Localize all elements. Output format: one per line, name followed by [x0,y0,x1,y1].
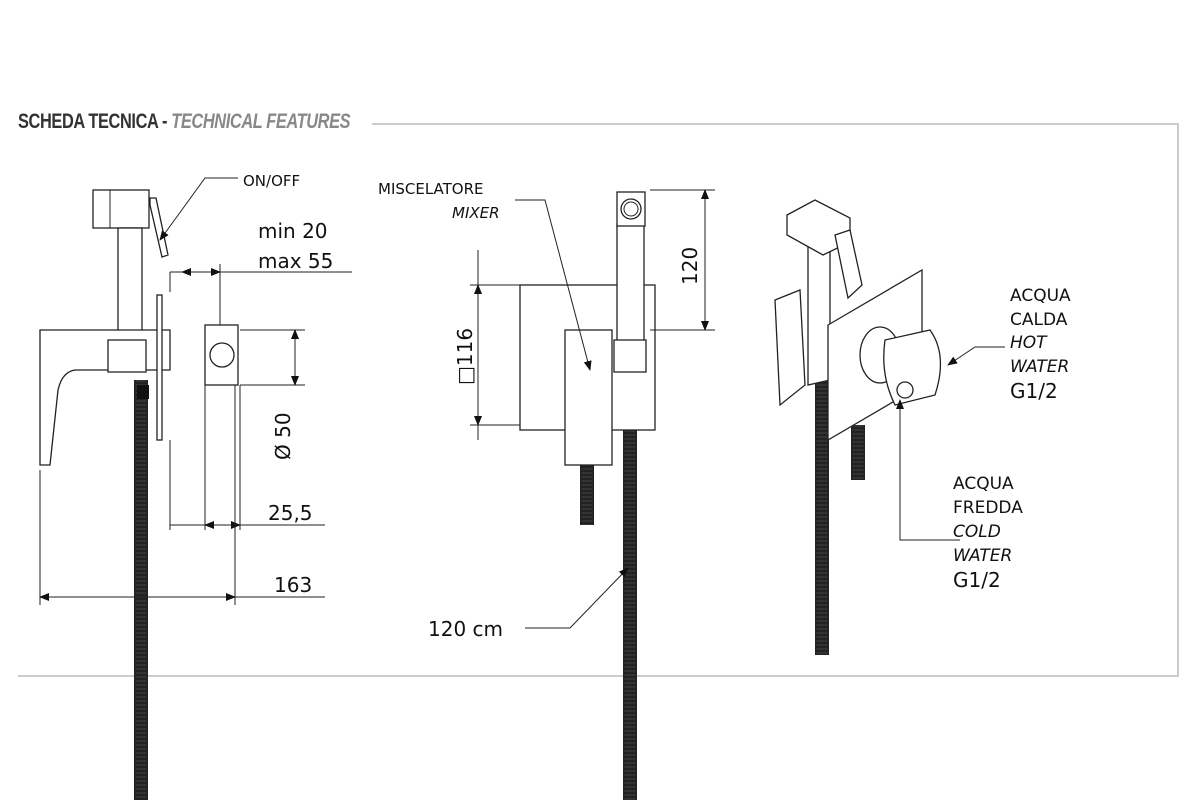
handle-tube-front [616,224,645,346]
title-separator: - [162,110,168,133]
hot-label-it1: ACQUA [1010,286,1071,306]
plate-size-label: □116 [453,328,477,385]
height-label: 120 [678,247,702,285]
mixer-body [39,329,171,466]
min-depth-label: min 20 [258,219,328,243]
front-view: MISCELATORE MIXER □116 120 120 cm [378,180,715,800]
cold-label-en1: COLD [953,522,1001,542]
mixer-front [564,329,613,466]
cold-thread: G1/2 [953,568,1001,592]
max-depth-label: max 55 [258,249,333,273]
diameter-label: Ø 50 [271,412,295,460]
on-off-lever [149,197,169,258]
hot-label-en2: WATER [1010,357,1069,377]
title-english: TECHNICAL FEATURES [171,110,351,133]
handle-tube [117,227,143,341]
mixer-label-en: MIXER [452,204,500,222]
page-title: SCHEDA TECNICA - TECHNICAL FEATURES [18,110,351,134]
lever-iso [834,229,863,300]
on-off-label: ON/OFF [243,172,300,190]
cold-label-it1: ACQUA [953,474,1014,494]
side-view: ON/OFF min 20 max 55 Ø 50 25,5 163 [39,172,352,800]
hose-length-label: 120 cm [428,617,503,641]
cold-label-en2: WATER [953,546,1012,566]
hot-label-en1: HOT [1010,333,1048,353]
spray-head [92,189,150,229]
wall-plate [156,294,163,441]
title-italian: SCHEDA TECNICA [18,110,158,133]
cold-label-it2: FREDDA [953,498,1023,518]
depth-label: 25,5 [268,501,313,525]
iso-view: ACQUA CALDA HOT WATER G1/2 ACQUA FREDDA … [774,199,1071,655]
mixer-label-it: MISCELATORE [378,180,484,198]
frame [18,123,1179,677]
length-label: 163 [274,573,312,597]
hot-label-it2: CALDA [1010,310,1068,330]
hot-thread: G1/2 [1010,379,1058,403]
